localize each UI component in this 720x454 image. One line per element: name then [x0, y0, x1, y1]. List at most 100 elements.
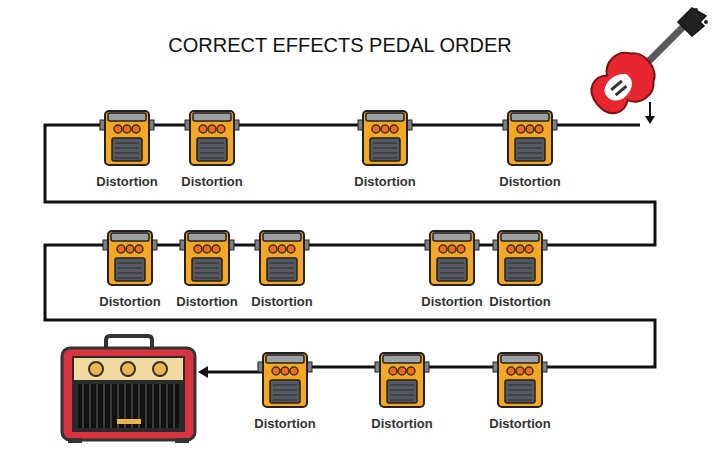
pedal-body	[508, 111, 552, 165]
switch-ridge	[508, 389, 532, 391]
switch-ridge	[508, 262, 532, 264]
switch-ridge	[200, 157, 224, 159]
pedal-plate	[263, 233, 301, 241]
switch-ridge	[115, 142, 139, 144]
guitar-tuner	[704, 20, 708, 24]
pedal-knob	[390, 125, 398, 133]
switch-ridge	[508, 384, 532, 386]
switch-ridge	[508, 399, 532, 401]
effects-pedal: Distortion	[379, 352, 425, 408]
switch-ridge	[373, 147, 397, 149]
arrow-head	[198, 366, 208, 378]
pedal-label: Distortion	[352, 174, 417, 189]
pedal-switch	[437, 258, 467, 281]
pedal-knob	[203, 245, 211, 253]
pedal-label: Distortion	[419, 294, 484, 309]
pedal-body	[498, 353, 542, 407]
amp-panel	[74, 358, 183, 380]
pedal-symbol	[379, 352, 425, 408]
pedal-symbol	[262, 352, 308, 408]
switch-ridge	[115, 157, 139, 159]
switch-ridge	[200, 152, 224, 154]
pedal-switch	[505, 380, 535, 403]
pedal-symbol	[362, 110, 408, 166]
amp-foot	[175, 438, 189, 443]
pedal-knob	[212, 245, 220, 253]
switch-ridge	[270, 262, 294, 264]
pedal-knob	[398, 367, 406, 375]
switch-ridge	[270, 272, 294, 274]
switch-ridge	[195, 262, 219, 264]
cable	[153, 244, 184, 247]
pedal-knob	[381, 125, 389, 133]
pedal-plate	[511, 113, 549, 121]
effects-pedal: Distortion	[429, 230, 475, 286]
switch-ridge	[200, 142, 224, 144]
pedal-knob	[135, 245, 143, 253]
pedal-body	[263, 353, 307, 407]
pedal-label: Distortion	[252, 416, 317, 431]
switch-ridge	[390, 394, 414, 396]
pedal-symbol	[507, 110, 553, 166]
pedal-label: Distortion	[179, 174, 244, 189]
amp-frame	[72, 356, 185, 432]
pedal-label: Distortion	[249, 294, 314, 309]
pedal-plate	[366, 113, 404, 121]
pedal-plate	[501, 355, 539, 363]
pedal-switch	[112, 138, 142, 161]
pedal-body	[190, 111, 234, 165]
guitar	[581, 8, 708, 125]
pedal-knob	[448, 245, 456, 253]
pedal-knob	[389, 367, 397, 375]
pedal-body	[108, 231, 152, 285]
amp-grille	[78, 384, 179, 428]
switch-ridge	[508, 267, 532, 269]
switch-ridge	[440, 277, 464, 279]
switch-ridge	[270, 267, 294, 269]
pedal-knob	[281, 367, 289, 375]
effects-pedal: Distortion	[497, 352, 543, 408]
switch-ridge	[195, 267, 219, 269]
switch-ridge	[273, 399, 297, 401]
pedal-knob	[194, 245, 202, 253]
pedal-knob	[535, 125, 543, 133]
pedal-knob	[290, 367, 298, 375]
switch-ridge	[440, 267, 464, 269]
pedal-knob	[132, 125, 140, 133]
pedal-switch	[192, 258, 222, 281]
pedal-label: Distortion	[97, 294, 162, 309]
pedal-body	[185, 231, 229, 285]
effects-pedal: Distortion	[189, 110, 235, 166]
pedal-knob	[269, 245, 277, 253]
pedal-knob	[407, 367, 415, 375]
switch-ridge	[440, 272, 464, 274]
guitar-tuner	[694, 8, 698, 12]
switch-ridge	[518, 147, 542, 149]
pedal-knob	[117, 245, 125, 253]
pedal-switch	[197, 138, 227, 161]
effects-pedal: Distortion	[497, 230, 543, 286]
guitar-body	[581, 42, 666, 125]
pedal-switch	[270, 380, 300, 403]
switch-ridge	[440, 262, 464, 264]
pedal-knob	[457, 245, 465, 253]
cable	[45, 245, 655, 367]
pickup	[615, 85, 628, 96]
pedal-symbol	[259, 230, 305, 286]
switch-ridge	[373, 157, 397, 159]
pedal-knob	[208, 125, 216, 133]
cable	[206, 371, 265, 374]
pedal-plate	[266, 355, 304, 363]
switch-ridge	[273, 394, 297, 396]
pedal-symbol	[429, 230, 475, 286]
amp-knob	[121, 362, 135, 376]
switch-ridge	[508, 277, 532, 279]
pedal-knob	[126, 245, 134, 253]
pickguard	[600, 69, 638, 106]
pedal-switch	[115, 258, 145, 281]
pedal-knob	[287, 245, 295, 253]
switch-ridge	[118, 262, 142, 264]
pedal-knob	[507, 367, 515, 375]
